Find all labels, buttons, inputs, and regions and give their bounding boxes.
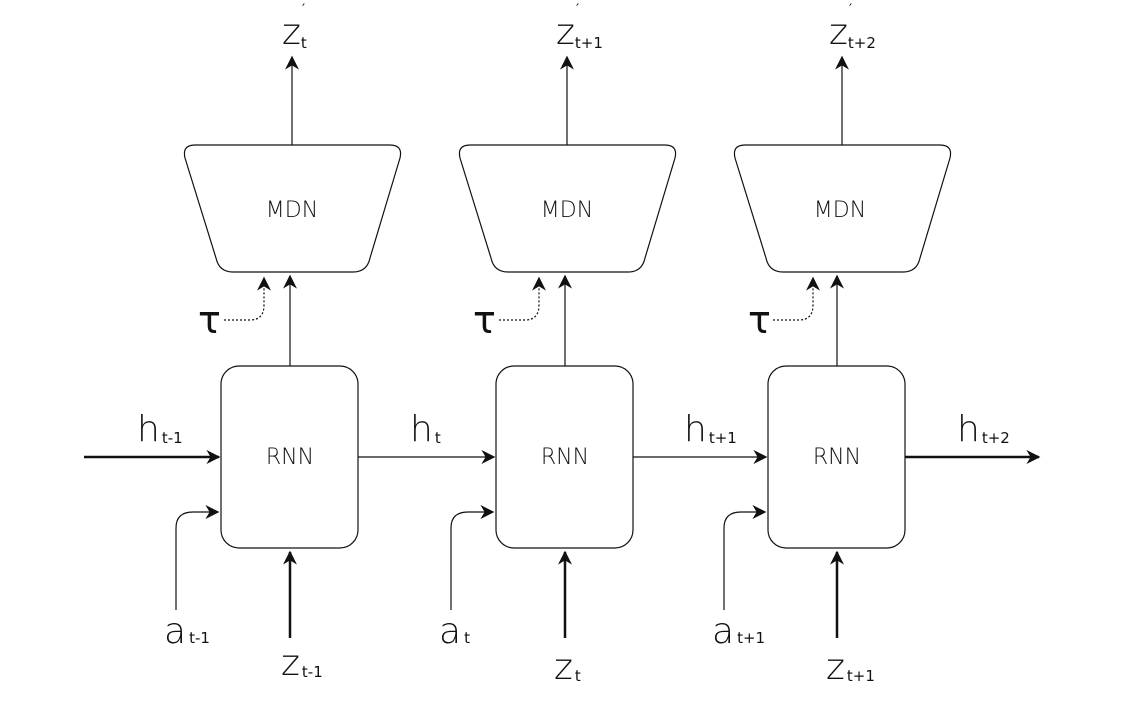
- tau-label-2: τ: [473, 298, 496, 342]
- rnn-label-3: RNN: [813, 445, 861, 470]
- mdn-label-2: MDN: [541, 198, 593, 223]
- tau-label-3: τ: [748, 298, 771, 342]
- action-arrow-2: [450, 505, 495, 610]
- mdn-box-3: [733, 144, 952, 273]
- output-prime-3: ′: [849, 2, 852, 18]
- tau-arrow-3: [773, 276, 820, 321]
- mdn-label-1: MDN: [266, 198, 318, 223]
- rnn-label-2: RNN: [541, 445, 589, 470]
- output-prime-2: ′: [576, 2, 579, 18]
- output-label-3: zt+2: [829, 12, 876, 53]
- tau-arrow-1: [224, 276, 271, 321]
- tau-arrow-2: [499, 276, 546, 321]
- output-label-1: zt: [282, 12, 307, 53]
- mdn-box-1: [183, 144, 402, 273]
- rnn-label-1: RNN: [266, 445, 314, 470]
- output-label-2: zt+1: [556, 12, 603, 53]
- action-arrow-3: [723, 505, 767, 610]
- tau-label-1: τ: [198, 298, 221, 342]
- action-arrow-1: [175, 505, 220, 610]
- mdn-box-2: [458, 144, 677, 273]
- mdn-label-3: MDN: [814, 198, 866, 223]
- output-prime-1: ′: [302, 2, 305, 18]
